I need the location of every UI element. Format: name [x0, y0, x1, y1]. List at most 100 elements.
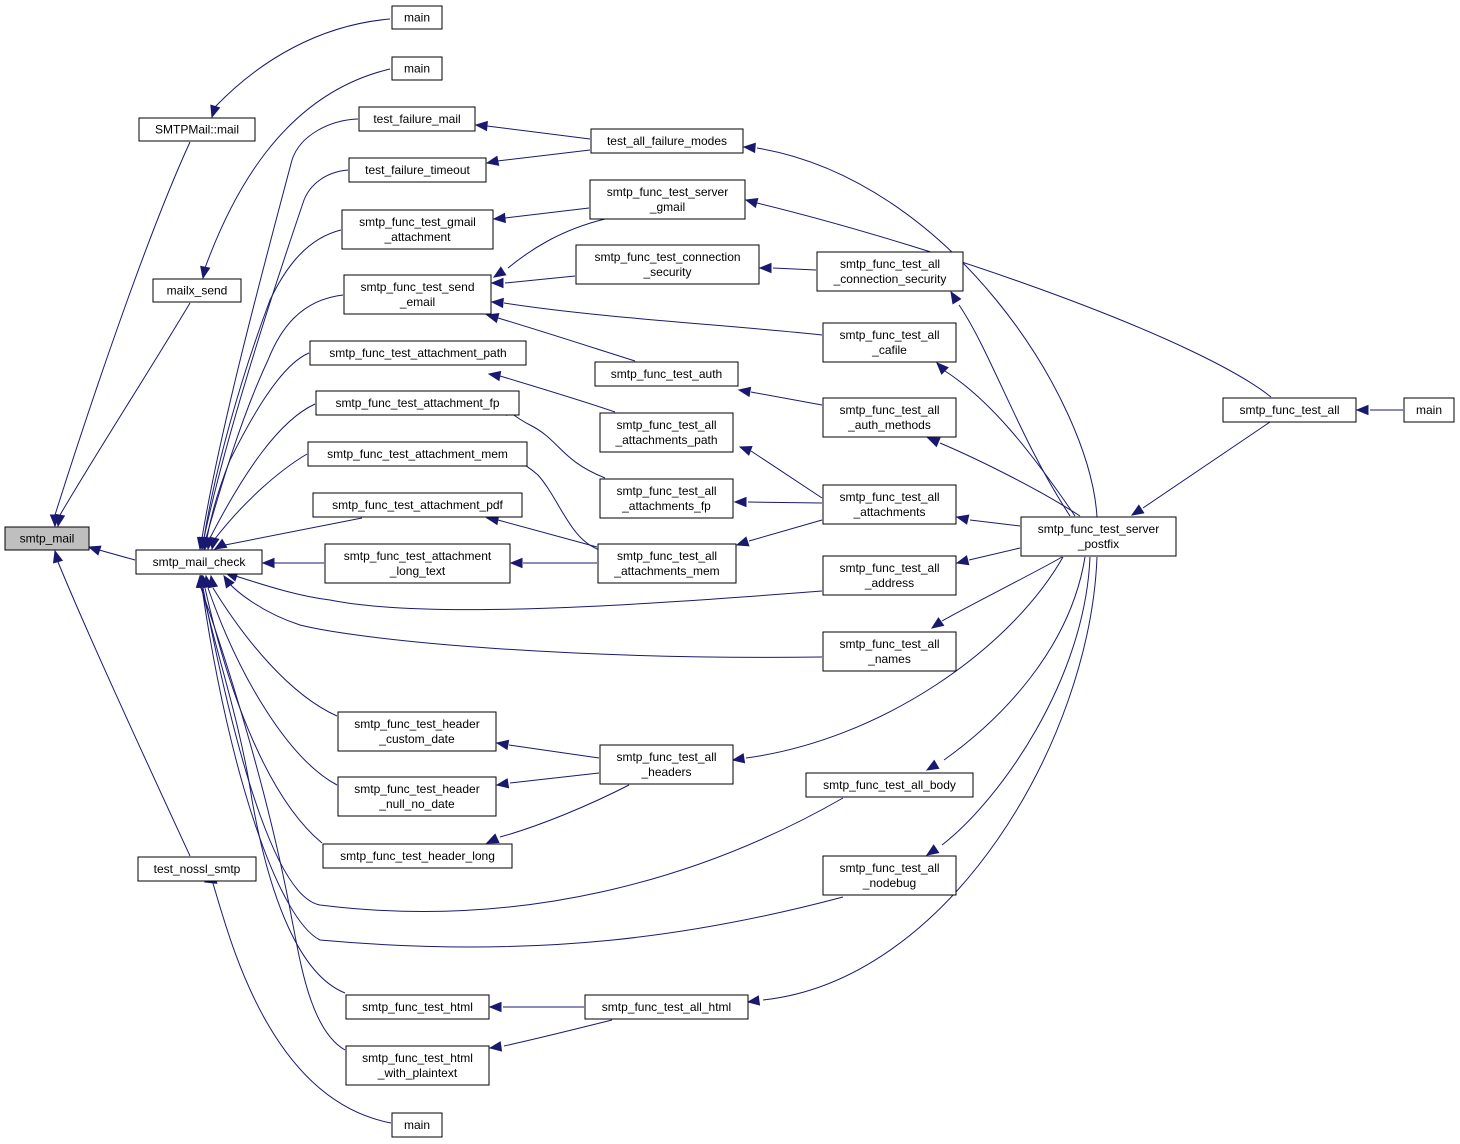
arrowhead [54, 513, 66, 528]
call-edge [52, 549, 191, 857]
call-edge [488, 1019, 613, 1052]
node-mailx-send[interactable]: mailx_send [152, 278, 242, 303]
node-smtp-mail-check[interactable]: smtp_mail_check [135, 549, 263, 575]
node-label: smtp_func_test_attachment_mem [327, 447, 508, 461]
node-attachment-path[interactable]: smtp_func_test_attachment_path [309, 340, 527, 366]
arrowhead [261, 557, 275, 569]
node-label: _connection_security [833, 272, 947, 286]
node-test-auth[interactable]: smtp_func_test_auth [594, 361, 739, 387]
call-edge [492, 218, 606, 278]
arrowhead [742, 142, 756, 154]
node-all-body[interactable]: smtp_func_test_all_body [805, 772, 974, 798]
call-edge [742, 142, 1098, 518]
node-box [4, 526, 90, 551]
node-attachment-mem[interactable]: smtp_func_test_attachment_mem [307, 441, 528, 467]
node-server-postfix[interactable]: smtp_func_test_server_postfix [1020, 516, 1177, 557]
node-all-cafile[interactable]: smtp_func_test_all_cafile [822, 322, 957, 363]
call-edge [731, 556, 1064, 764]
node-test-all[interactable]: smtp_func_test_all [1222, 397, 1357, 423]
node-box [152, 278, 242, 303]
node-label: _attachment [383, 230, 451, 244]
node-label: _security [642, 265, 691, 279]
call-edge [487, 370, 616, 413]
node-all-nodebug[interactable]: smtp_func_test_all_nodebug [822, 855, 957, 896]
node-smtp-mail[interactable]: smtp_mail [4, 526, 90, 551]
node-header-custom-date[interactable]: smtp_func_test_header_custom_date [337, 711, 497, 752]
node-label: smtp_func_test_all [839, 328, 939, 342]
call-edge [758, 262, 817, 274]
arrowhead [488, 1001, 502, 1013]
node-label: smtp_func_test_send [360, 280, 474, 294]
arrowhead [52, 549, 64, 564]
node-server-gmail[interactable]: smtp_func_test_server_gmail [589, 179, 746, 220]
call-edge [485, 784, 630, 844]
node-label: smtp_func_test_gmail [359, 215, 476, 229]
call-edge [196, 574, 346, 994]
node-header-null-no-date[interactable]: smtp_func_test_header_null_no_date [337, 776, 497, 817]
node-label: smtp_func_test_header [354, 717, 479, 731]
call-edge [197, 574, 844, 912]
node-main-5[interactable]: main [1403, 397, 1455, 423]
call-edge [492, 207, 590, 224]
node-box [322, 843, 513, 869]
node-html-with-plaintext[interactable]: smtp_func_test_html_with_plaintext [345, 1045, 490, 1086]
node-connection-security[interactable]: smtp_func_test_connection_security [575, 244, 760, 285]
node-attachment-pdf[interactable]: smtp_func_test_attachment_pdf [312, 492, 523, 518]
node-label: _gmail [649, 200, 685, 214]
node-test-failure-mail[interactable]: test_failure_mail [358, 106, 476, 132]
call-edge [485, 149, 591, 166]
call-edge [204, 403, 316, 551]
node-gmail-attachment[interactable]: smtp_func_test_gmail_attachment [341, 209, 494, 250]
node-all-connection-security[interactable]: smtp_func_test_all_connection_security [816, 251, 964, 292]
node-test-all-failure-modes[interactable]: test_all_failure_modes [590, 128, 744, 154]
graph-edges [49, 18, 1403, 1124]
node-main-2[interactable]: main [391, 56, 443, 81]
node-label: test_nossl_smtp [154, 862, 241, 876]
node-header-long[interactable]: smtp_func_test_header_long [322, 843, 513, 869]
node-test-html[interactable]: smtp_func_test_html [345, 994, 490, 1020]
node-all-attachments-path[interactable]: smtp_func_test_all_attachments_path [599, 412, 734, 453]
node-attachment-long-text[interactable]: smtp_func_test_attachment_long_text [324, 543, 511, 584]
node-box [822, 322, 957, 363]
node-test-failure-timeout[interactable]: test_failure_timeout [348, 157, 487, 183]
node-all-address[interactable]: smtp_func_test_all_address [822, 555, 957, 596]
node-main-3[interactable]: main [391, 1112, 443, 1138]
node-label: main [404, 11, 430, 25]
node-all-headers[interactable]: smtp_func_test_all_headers [599, 744, 734, 785]
node-all-names[interactable]: smtp_func_test_all_names [822, 631, 957, 672]
call-edge [87, 545, 136, 561]
node-box [599, 478, 734, 519]
arrowhead [223, 574, 235, 589]
arrowhead [490, 277, 504, 289]
node-label: smtp_func_test_all [616, 484, 716, 498]
call-edge [54, 302, 191, 528]
call-edge [485, 514, 598, 548]
node-box [345, 1045, 490, 1086]
node-all-html[interactable]: smtp_func_test_all_html [584, 994, 749, 1020]
arrowhead [926, 437, 941, 448]
node-smtpmail-mail[interactable]: SMTPMail::mail [138, 117, 256, 142]
node-box [1403, 397, 1455, 423]
node-label: _nodebug [862, 876, 916, 890]
node-box [324, 543, 511, 584]
node-attachment-fp[interactable]: smtp_func_test_attachment_fp [315, 390, 520, 416]
node-label: _email [399, 295, 435, 309]
node-label: _cafile [871, 343, 907, 357]
arrowhead [485, 312, 500, 324]
node-all-attachments-fp[interactable]: smtp_func_test_all_attachments_fp [599, 478, 734, 519]
node-label: smtp_func_test_all [617, 549, 717, 563]
node-box [1222, 397, 1357, 423]
node-all-attachments-mem[interactable]: smtp_func_test_all_attachments_mem [597, 543, 737, 584]
arrowhead [746, 995, 761, 1006]
node-box [391, 56, 443, 81]
node-label: test_failure_mail [373, 112, 460, 126]
call-edge [474, 120, 591, 140]
node-main-1[interactable]: main [391, 5, 443, 30]
node-label: _attachments_mem [613, 564, 719, 578]
arrowhead [495, 778, 510, 789]
node-test-nossl-smtp[interactable]: test_nossl_smtp [137, 856, 257, 882]
node-all-attachments[interactable]: smtp_func_test_all_attachments [822, 484, 957, 525]
call-edge [737, 386, 823, 406]
node-send-email[interactable]: smtp_func_test_send_email [343, 274, 492, 315]
node-all-auth-methods[interactable]: smtp_func_test_all_auth_methods [822, 397, 957, 438]
